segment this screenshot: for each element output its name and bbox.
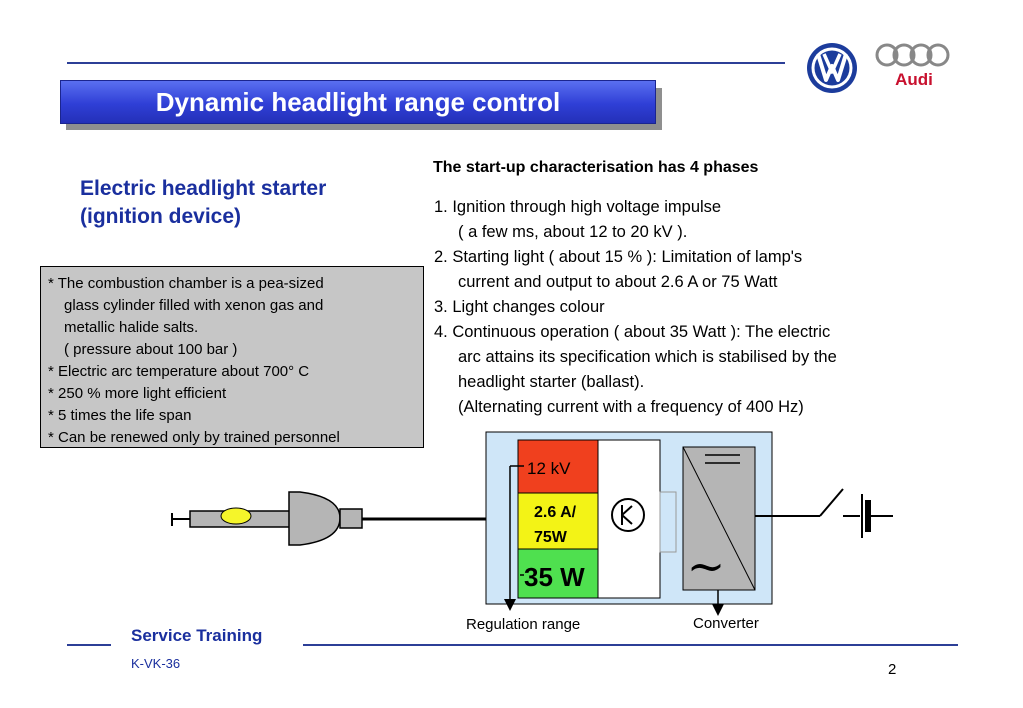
footer-title: Service Training bbox=[131, 626, 263, 645]
phase-2-label: 2.6 A/ bbox=[534, 504, 577, 521]
phases-heading: The start-up characterisation has 4 phas… bbox=[433, 159, 759, 176]
converter-symbol bbox=[682, 446, 756, 591]
footer-rule bbox=[67, 644, 111, 646]
audi-logo: Audi bbox=[872, 42, 956, 89]
fact-line: * Can be renewed only by trained personn… bbox=[48, 429, 340, 446]
fact-line: metallic halide salts. bbox=[64, 319, 199, 336]
phase-1-label: 12 kV bbox=[527, 459, 571, 478]
phase-line: (Alternating current with a frequency of… bbox=[458, 398, 804, 416]
subtitle-line: Electric headlight starter bbox=[80, 177, 327, 200]
page-number: 2 bbox=[888, 661, 897, 678]
title-bar bbox=[60, 80, 656, 124]
phase-line: current and output to about 2.6 A or 75 … bbox=[458, 273, 778, 291]
phase-line: headlight starter (ballast). bbox=[458, 373, 645, 391]
phase-3-block bbox=[517, 548, 599, 599]
transistor-symbol bbox=[611, 498, 645, 532]
phase-3-label: 35 W bbox=[524, 562, 585, 592]
svg-text:Audi: Audi bbox=[895, 70, 933, 88]
fact-line: * The combustion chamber is a pea-sized bbox=[48, 275, 324, 292]
phase-line: 3. Light changes colour bbox=[434, 298, 605, 316]
phase-line: arc attains its specification which is s… bbox=[458, 348, 837, 366]
converter-label: Converter bbox=[693, 615, 759, 632]
fact-line: ( pressure about 100 bar ) bbox=[64, 341, 238, 358]
fact-line: * 5 times the life span bbox=[48, 407, 192, 424]
header-rule bbox=[67, 62, 785, 64]
facts-box bbox=[40, 266, 424, 448]
subtitle: Electric headlight starter (ignition dev… bbox=[80, 175, 410, 231]
ac-symbol: ~ bbox=[687, 539, 726, 593]
fact-line: * Electric arc temperature about 700° C bbox=[48, 363, 310, 380]
phase-2-block bbox=[517, 492, 599, 550]
phase-line: 1. Ignition through high voltage impulse bbox=[434, 198, 722, 216]
regulation-range-label: Regulation range bbox=[466, 616, 581, 633]
fact-line: glass cylinder filled with xenon gas and bbox=[64, 297, 324, 314]
coupling-bracket bbox=[659, 491, 677, 553]
footer-code: K-VK-36 bbox=[131, 656, 181, 671]
footer-rule bbox=[303, 644, 958, 646]
supply-circuit bbox=[755, 488, 893, 538]
fact-line: * 250 % more light efficient bbox=[48, 385, 227, 402]
regulation-arrow bbox=[504, 465, 524, 611]
phase-1-block bbox=[517, 439, 599, 494]
subtitle-line: (ignition device) bbox=[80, 205, 242, 228]
phase-line: ( a few ms, about 12 to 20 kV ). bbox=[458, 223, 688, 241]
phase-line: 2. Starting light ( about 15 % ): Limita… bbox=[434, 248, 803, 266]
phase-line: 4. Continuous operation ( about 35 Watt … bbox=[434, 323, 831, 341]
xenon-lamp bbox=[171, 491, 363, 546]
page-title: Dynamic headlight range control bbox=[155, 87, 561, 117]
phase-2-label: 75W bbox=[534, 529, 568, 546]
vw-logo bbox=[806, 42, 858, 94]
